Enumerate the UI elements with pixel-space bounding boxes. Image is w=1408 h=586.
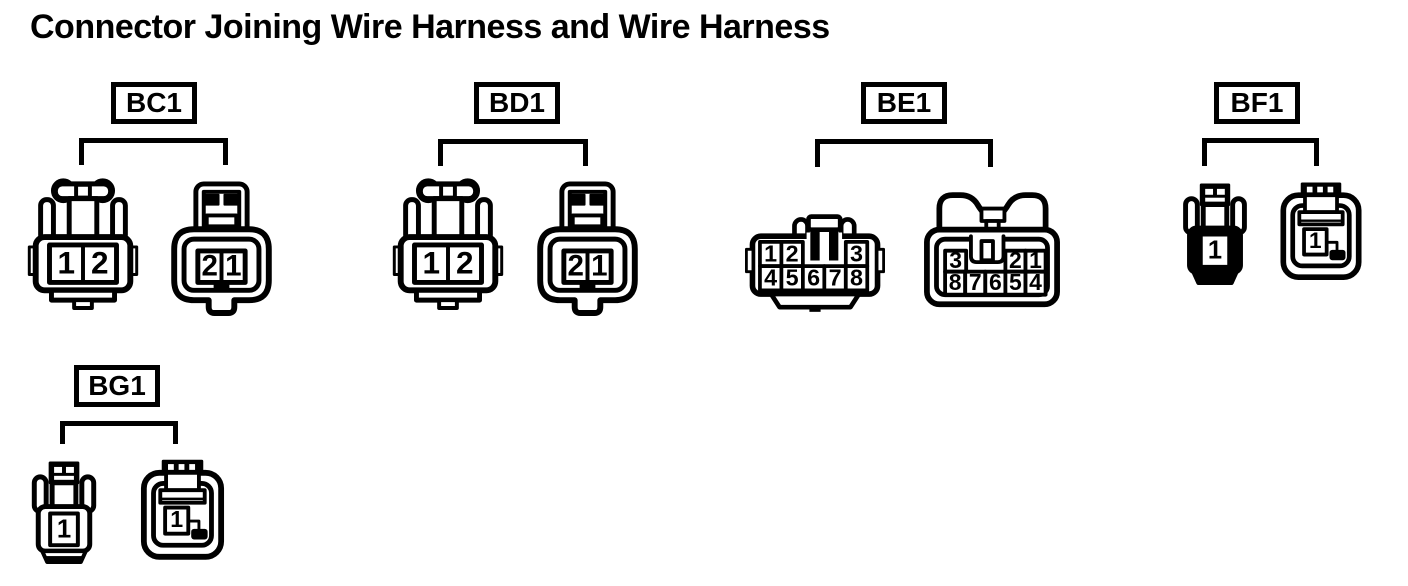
pin-number: 1: [1208, 237, 1222, 265]
pin-block: [1199, 233, 1231, 268]
connector-label-text: BF1: [1230, 87, 1284, 118]
connector-label: BF1: [1214, 82, 1300, 124]
connector-outline: [392, 178, 504, 310]
pin-number: 5: [1009, 269, 1022, 295]
connector-label-text: BD1: [488, 87, 545, 118]
pin-number: 1: [591, 250, 607, 283]
connector-male-2pin: 1 2: [27, 178, 139, 310]
connector-label: BG1: [74, 365, 160, 407]
pin-grid: [758, 239, 870, 293]
page-title: Connector Joining Wire Harness and Wire …: [30, 8, 830, 46]
pin-number: 7: [829, 265, 842, 291]
pin-number: 1: [57, 245, 75, 281]
pin-number: 2: [456, 245, 474, 281]
connector-female-2pin: 2 1: [171, 181, 272, 316]
connector-bracket: [1202, 138, 1319, 166]
pin-block: [48, 511, 80, 548]
connector-male-8pin: 1 2 3 4 5 6 7 8: [745, 214, 885, 312]
pin-number: 4: [764, 265, 777, 291]
connector-outline: [745, 214, 885, 312]
pin-grid: [943, 248, 1048, 297]
pin-number: 5: [786, 265, 799, 291]
pin-number: 3: [949, 247, 962, 273]
pin-number: 1: [57, 515, 71, 543]
pin-number: 1: [1309, 228, 1322, 253]
connector-outline: [1183, 183, 1247, 285]
pin-number: 2: [567, 250, 583, 283]
connector-label: BD1: [474, 82, 560, 124]
pin-number: 1: [1029, 247, 1042, 273]
connector-outline: [1280, 182, 1362, 280]
connector-bracket: [79, 138, 228, 165]
connector-bracket: [438, 139, 588, 166]
pin-number: 6: [807, 265, 820, 291]
pin-number: 2: [786, 240, 799, 266]
connector-outline: [31, 461, 97, 564]
pin-number: 3: [850, 240, 863, 266]
connector-outline: [537, 181, 638, 316]
pin-number: 6: [989, 269, 1002, 295]
connector-female-1pin: 1: [1280, 182, 1362, 280]
pin-number: 2: [201, 250, 217, 283]
connector-bracket: [60, 421, 178, 444]
connector-outline: [924, 192, 1060, 308]
connector-label-text: BE1: [876, 87, 932, 118]
pin-number: 2: [1009, 247, 1022, 273]
pin-number: 8: [949, 269, 962, 295]
connector-male-1pin: 1: [31, 461, 97, 564]
connector-female-8pin: 3 2 1 8 7 6 5 4: [924, 192, 1060, 308]
connector-label: BE1: [861, 82, 947, 124]
connector-male-2pin: 1 2: [392, 178, 504, 310]
connector-label-text: BG1: [88, 370, 146, 401]
connector-female-2pin: 2 1: [537, 181, 638, 316]
pin-number: 1: [225, 250, 241, 283]
connector-outline: [171, 181, 272, 316]
connector-bracket: [815, 139, 993, 167]
pin-number: 1: [170, 506, 183, 532]
pin-number: 4: [1029, 269, 1042, 295]
connector-female-1pin: 1: [140, 459, 225, 560]
pin-number: 2: [91, 245, 109, 281]
connector-outline: [140, 459, 225, 560]
connector-male-1pin: 1: [1183, 183, 1247, 285]
connector-outline: [27, 178, 139, 310]
pin-number: 7: [969, 269, 982, 295]
pin-number: 8: [850, 265, 863, 291]
connector-label: BC1: [111, 82, 197, 124]
pin-number: 1: [764, 240, 777, 266]
pin-number: 1: [422, 245, 440, 281]
connector-label-text: BC1: [125, 87, 182, 118]
